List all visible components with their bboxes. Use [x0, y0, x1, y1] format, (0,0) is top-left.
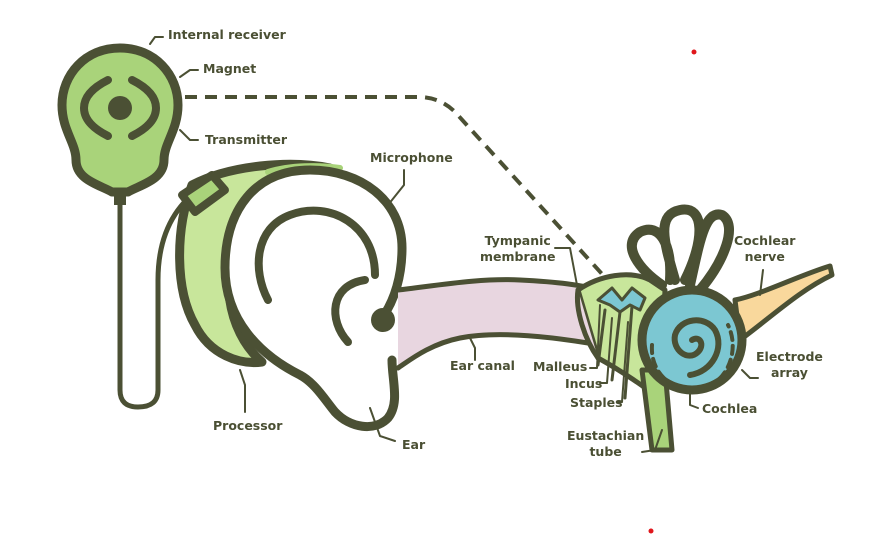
label-processor: Processor — [213, 418, 283, 433]
ear-canal — [398, 279, 609, 368]
label-line: Electrode — [756, 349, 823, 364]
electrode-array — [649, 323, 735, 392]
label-eustachian-tube: Eustachian tube — [567, 428, 644, 460]
magnet-arc-left — [80, 76, 112, 140]
label-internal-receiver: Internal receiver — [168, 27, 286, 42]
label-transmitter: Transmitter — [205, 132, 287, 147]
tympanic-membrane — [574, 287, 601, 361]
magnet-arc-right — [128, 76, 160, 140]
label-line: Tympanic — [484, 233, 551, 248]
ear-antihelix — [331, 276, 369, 346]
magnet-icon — [108, 96, 132, 120]
label-electrode-array: Electrode array — [756, 349, 823, 381]
label-cochlea: Cochlea — [702, 401, 758, 416]
label-tympanic-membrane: Tympanic membrane — [480, 233, 555, 265]
label-line: array — [770, 365, 808, 380]
label-line: Cochlear — [734, 233, 796, 248]
label-malleus: Malleus — [533, 359, 588, 374]
ear-inner-helix — [254, 206, 379, 304]
label-magnet: Magnet — [203, 61, 257, 76]
label-cochlear-nerve: Cochlear nerve — [734, 233, 795, 265]
label-incus: Incus — [565, 376, 603, 391]
microphone-icon — [371, 308, 395, 332]
label-staples: Staples — [570, 395, 623, 410]
label-line: Eustachian — [567, 428, 645, 443]
marker-dot — [648, 528, 654, 534]
semicircular-canals — [626, 204, 735, 295]
label-line: tube — [589, 444, 622, 459]
cochlea-spiral — [671, 317, 722, 378]
cochlear-nerve — [732, 263, 835, 343]
transmitter-cable — [117, 182, 208, 410]
label-ear: Ear — [402, 437, 426, 452]
label-line: nerve — [744, 249, 785, 264]
label-microphone: Microphone — [370, 150, 453, 165]
label-ear-canal: Ear canal — [450, 358, 515, 373]
label-line: membrane — [480, 249, 556, 264]
marker-dot — [691, 49, 697, 55]
